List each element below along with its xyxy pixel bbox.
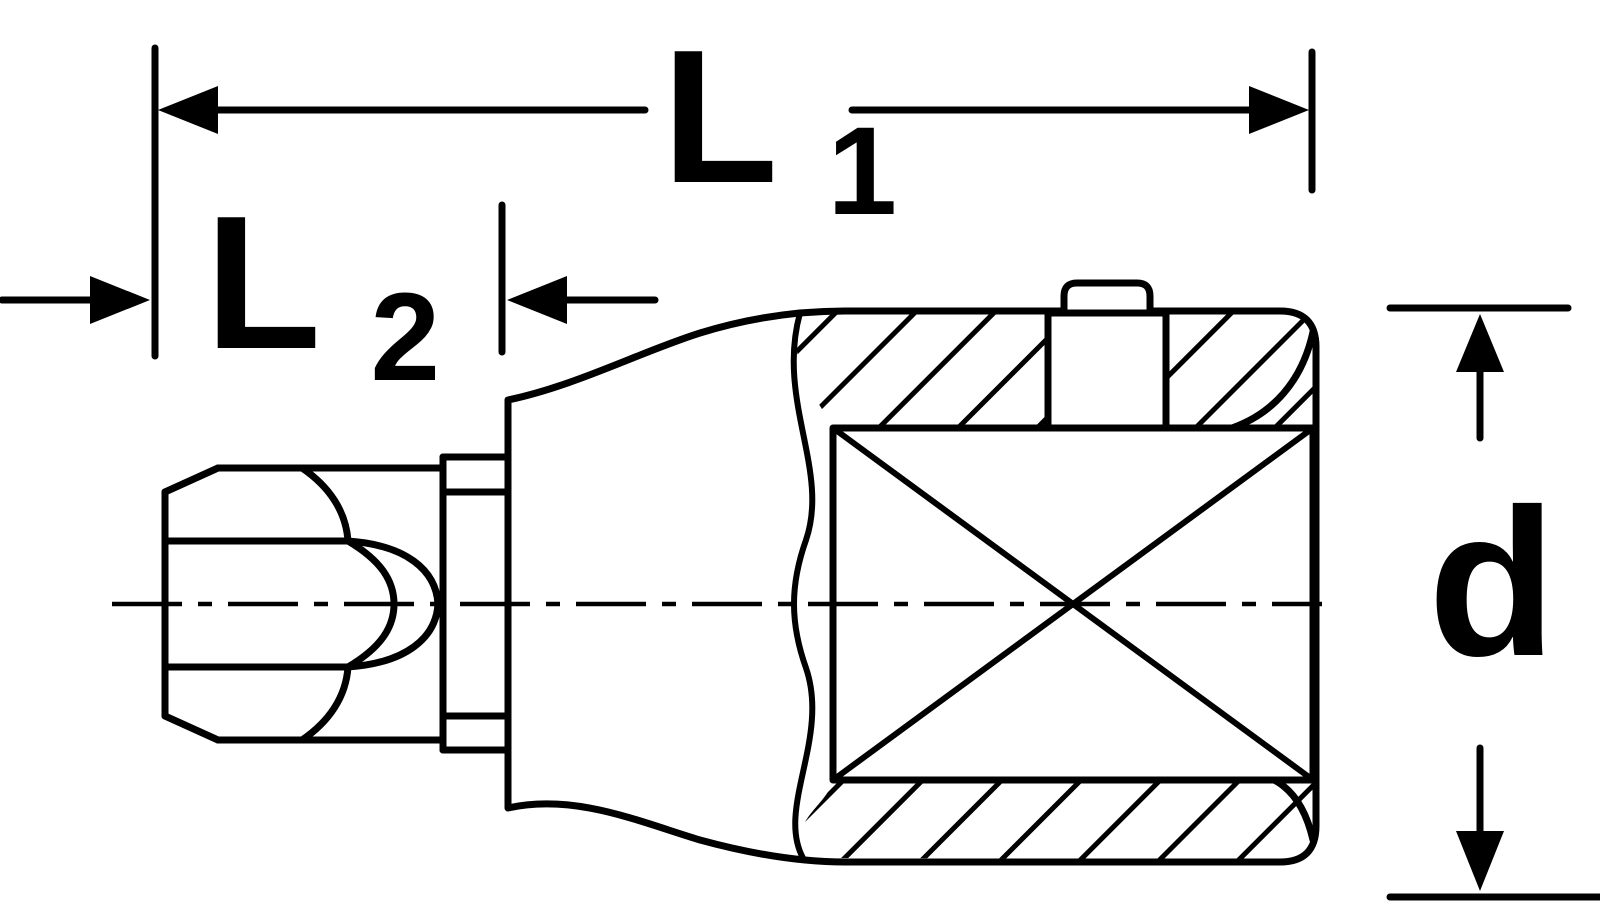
dim-label-l2-main: L	[205, 177, 318, 389]
l2-arrowhead-left-icon	[90, 276, 150, 324]
d-arrowhead-up-icon	[1456, 314, 1504, 372]
l1-arrowhead-right-icon	[1249, 86, 1309, 134]
detent-pin-cap	[1060, 279, 1154, 317]
chamfer-arc-top	[1228, 328, 1317, 432]
bit-end-chamfer-top	[161, 464, 222, 496]
dim-label-l2: L 2	[205, 177, 440, 407]
d-arrowhead-down-icon	[1456, 831, 1504, 891]
detent-pin	[1044, 279, 1170, 432]
dim-label-l1-sub: 1	[827, 102, 897, 241]
dim-l1	[151, 44, 1316, 360]
dim-l2	[0, 201, 659, 356]
section-hatching	[796, 313, 1313, 859]
detent-pin-housing	[1044, 309, 1170, 432]
dim-label-d-main: d	[1428, 465, 1556, 700]
dim-label-l2-sub: 2	[370, 268, 440, 407]
l1-arrowhead-left-icon	[158, 86, 218, 134]
bit-flute-curve-top	[298, 464, 352, 545]
dim-d	[1386, 304, 1600, 901]
break-wave-line	[790, 310, 816, 861]
l2-arrowhead-right-icon	[507, 276, 567, 324]
bit-flute-curve-bottom	[298, 663, 352, 744]
dim-label-l1: L 1	[662, 11, 897, 241]
hatch-band-bottom	[799, 780, 1313, 859]
bit-end-chamfer-bottom	[161, 712, 222, 744]
dim-label-l1-main: L	[662, 11, 775, 223]
dim-label-d: d	[1428, 465, 1556, 700]
